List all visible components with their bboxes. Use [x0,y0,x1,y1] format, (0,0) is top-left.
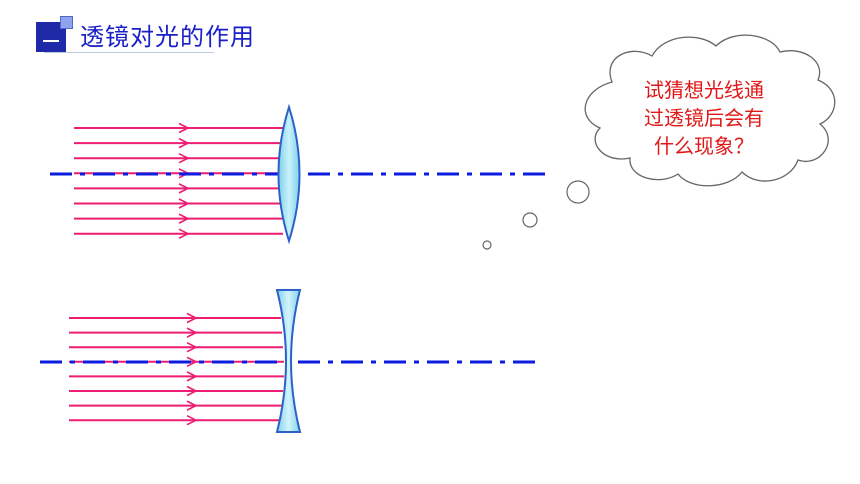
question-line-1: 试猜想光线通 [644,78,764,102]
section-heading-icon [36,16,74,52]
concave-lens-diagram [40,289,540,433]
slide-title: 透镜对光的作用 [36,16,255,52]
title-underline [44,52,214,53]
slide-title-text: 透镜对光的作用 [80,22,255,51]
ray-arrow-icon [178,152,190,164]
ray-arrow-icon [186,400,198,411]
ray-arrow-icon [178,228,190,239]
ray-arrow-icon [186,341,198,353]
concave-incident-rays [69,312,284,426]
thought-bubble-question: 试猜想光线通 过透镜后会有 什么现象？ [608,76,800,160]
question-line-2: 过透镜后会有 [644,106,764,130]
concave-lens [275,289,302,433]
ray-arrow-icon [186,414,198,426]
ray-arrow-icon [178,122,190,134]
thought-bubble-medium [522,212,538,228]
ray-arrow-icon [186,312,198,324]
convex-incident-rays [74,122,283,239]
ray-arrow-icon [178,198,190,209]
ray-arrow-icon [178,183,190,194]
thought-bubble-small [482,240,492,250]
ray-arrow-icon [178,213,190,224]
thought-cloud-shape [584,34,836,187]
convex-lens [277,103,301,245]
thought-cloud-icon [482,34,836,250]
ray-arrow-icon [178,137,190,149]
ray-arrow-icon [186,356,198,368]
question-line-3: 什么现象？ [654,134,754,158]
ray-arrow-icon [186,327,198,338]
convex-lens-diagram [50,103,548,245]
ray-arrow-icon [186,371,198,382]
thought-bubble-large [566,180,590,204]
ray-arrow-icon [186,385,198,397]
